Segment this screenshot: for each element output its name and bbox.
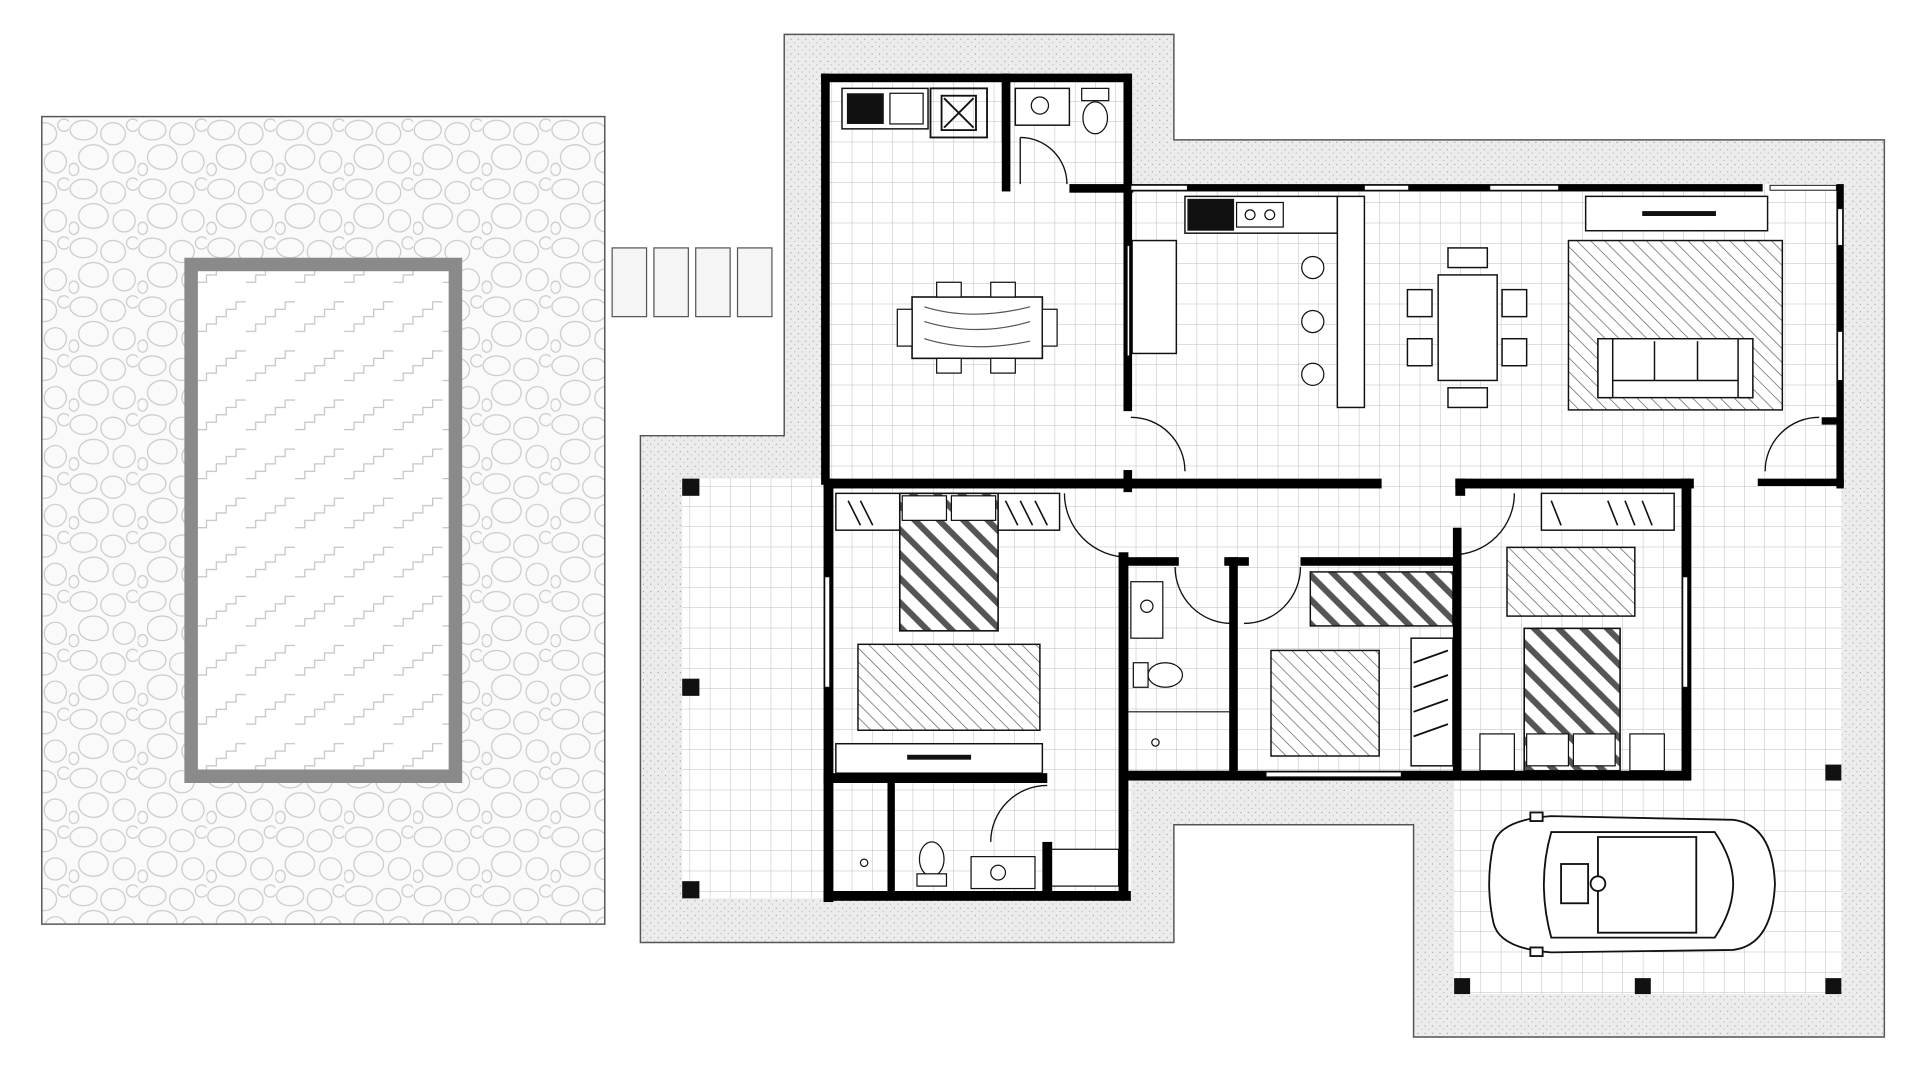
sofa-icon bbox=[1597, 337, 1754, 399]
stepping-stone-icon bbox=[611, 247, 773, 318]
bed-icon bbox=[898, 492, 999, 632]
wardrobe-icon bbox=[1540, 492, 1675, 531]
service-wc bbox=[1014, 87, 1110, 135]
table-icon bbox=[896, 281, 1058, 374]
kitchen-counter-icon bbox=[841, 87, 929, 130]
toilet-icon bbox=[916, 841, 948, 887]
master-bathroom bbox=[859, 841, 1120, 890]
tv-unit-icon bbox=[1584, 195, 1769, 232]
bed-icon bbox=[1270, 649, 1380, 757]
windows bbox=[824, 184, 1844, 778]
washbasin-icon bbox=[1014, 87, 1071, 126]
desk-icon bbox=[835, 742, 1044, 774]
bar-stool-icon bbox=[1301, 255, 1325, 386]
toilet-icon bbox=[1132, 662, 1184, 688]
bed-icon bbox=[1523, 627, 1621, 772]
pool-deck bbox=[41, 115, 606, 925]
shower-icon bbox=[1128, 711, 1230, 747]
master-bedroom bbox=[835, 492, 1061, 774]
washbasin-icon bbox=[1130, 581, 1164, 639]
car-icon bbox=[1488, 811, 1776, 957]
shower-icon bbox=[859, 858, 869, 868]
bedroom-2 bbox=[1270, 571, 1454, 767]
door-swings bbox=[990, 136, 1820, 842]
chair-icon bbox=[936, 281, 1016, 374]
bathroom bbox=[1128, 581, 1230, 747]
sink-icon bbox=[1187, 198, 1284, 231]
bedroom-3 bbox=[1479, 492, 1675, 772]
garage bbox=[1454, 486, 1842, 995]
wardrobe-icon bbox=[1309, 571, 1454, 767]
stove-icon bbox=[929, 87, 988, 139]
dining-table-icon bbox=[1406, 247, 1528, 409]
kitchen-dining bbox=[841, 87, 1058, 374]
pool-icon bbox=[184, 257, 463, 783]
washbasin-icon bbox=[970, 856, 1036, 890]
porch bbox=[682, 478, 824, 899]
toilet-icon bbox=[1081, 87, 1110, 135]
living-dining bbox=[1131, 195, 1784, 411]
